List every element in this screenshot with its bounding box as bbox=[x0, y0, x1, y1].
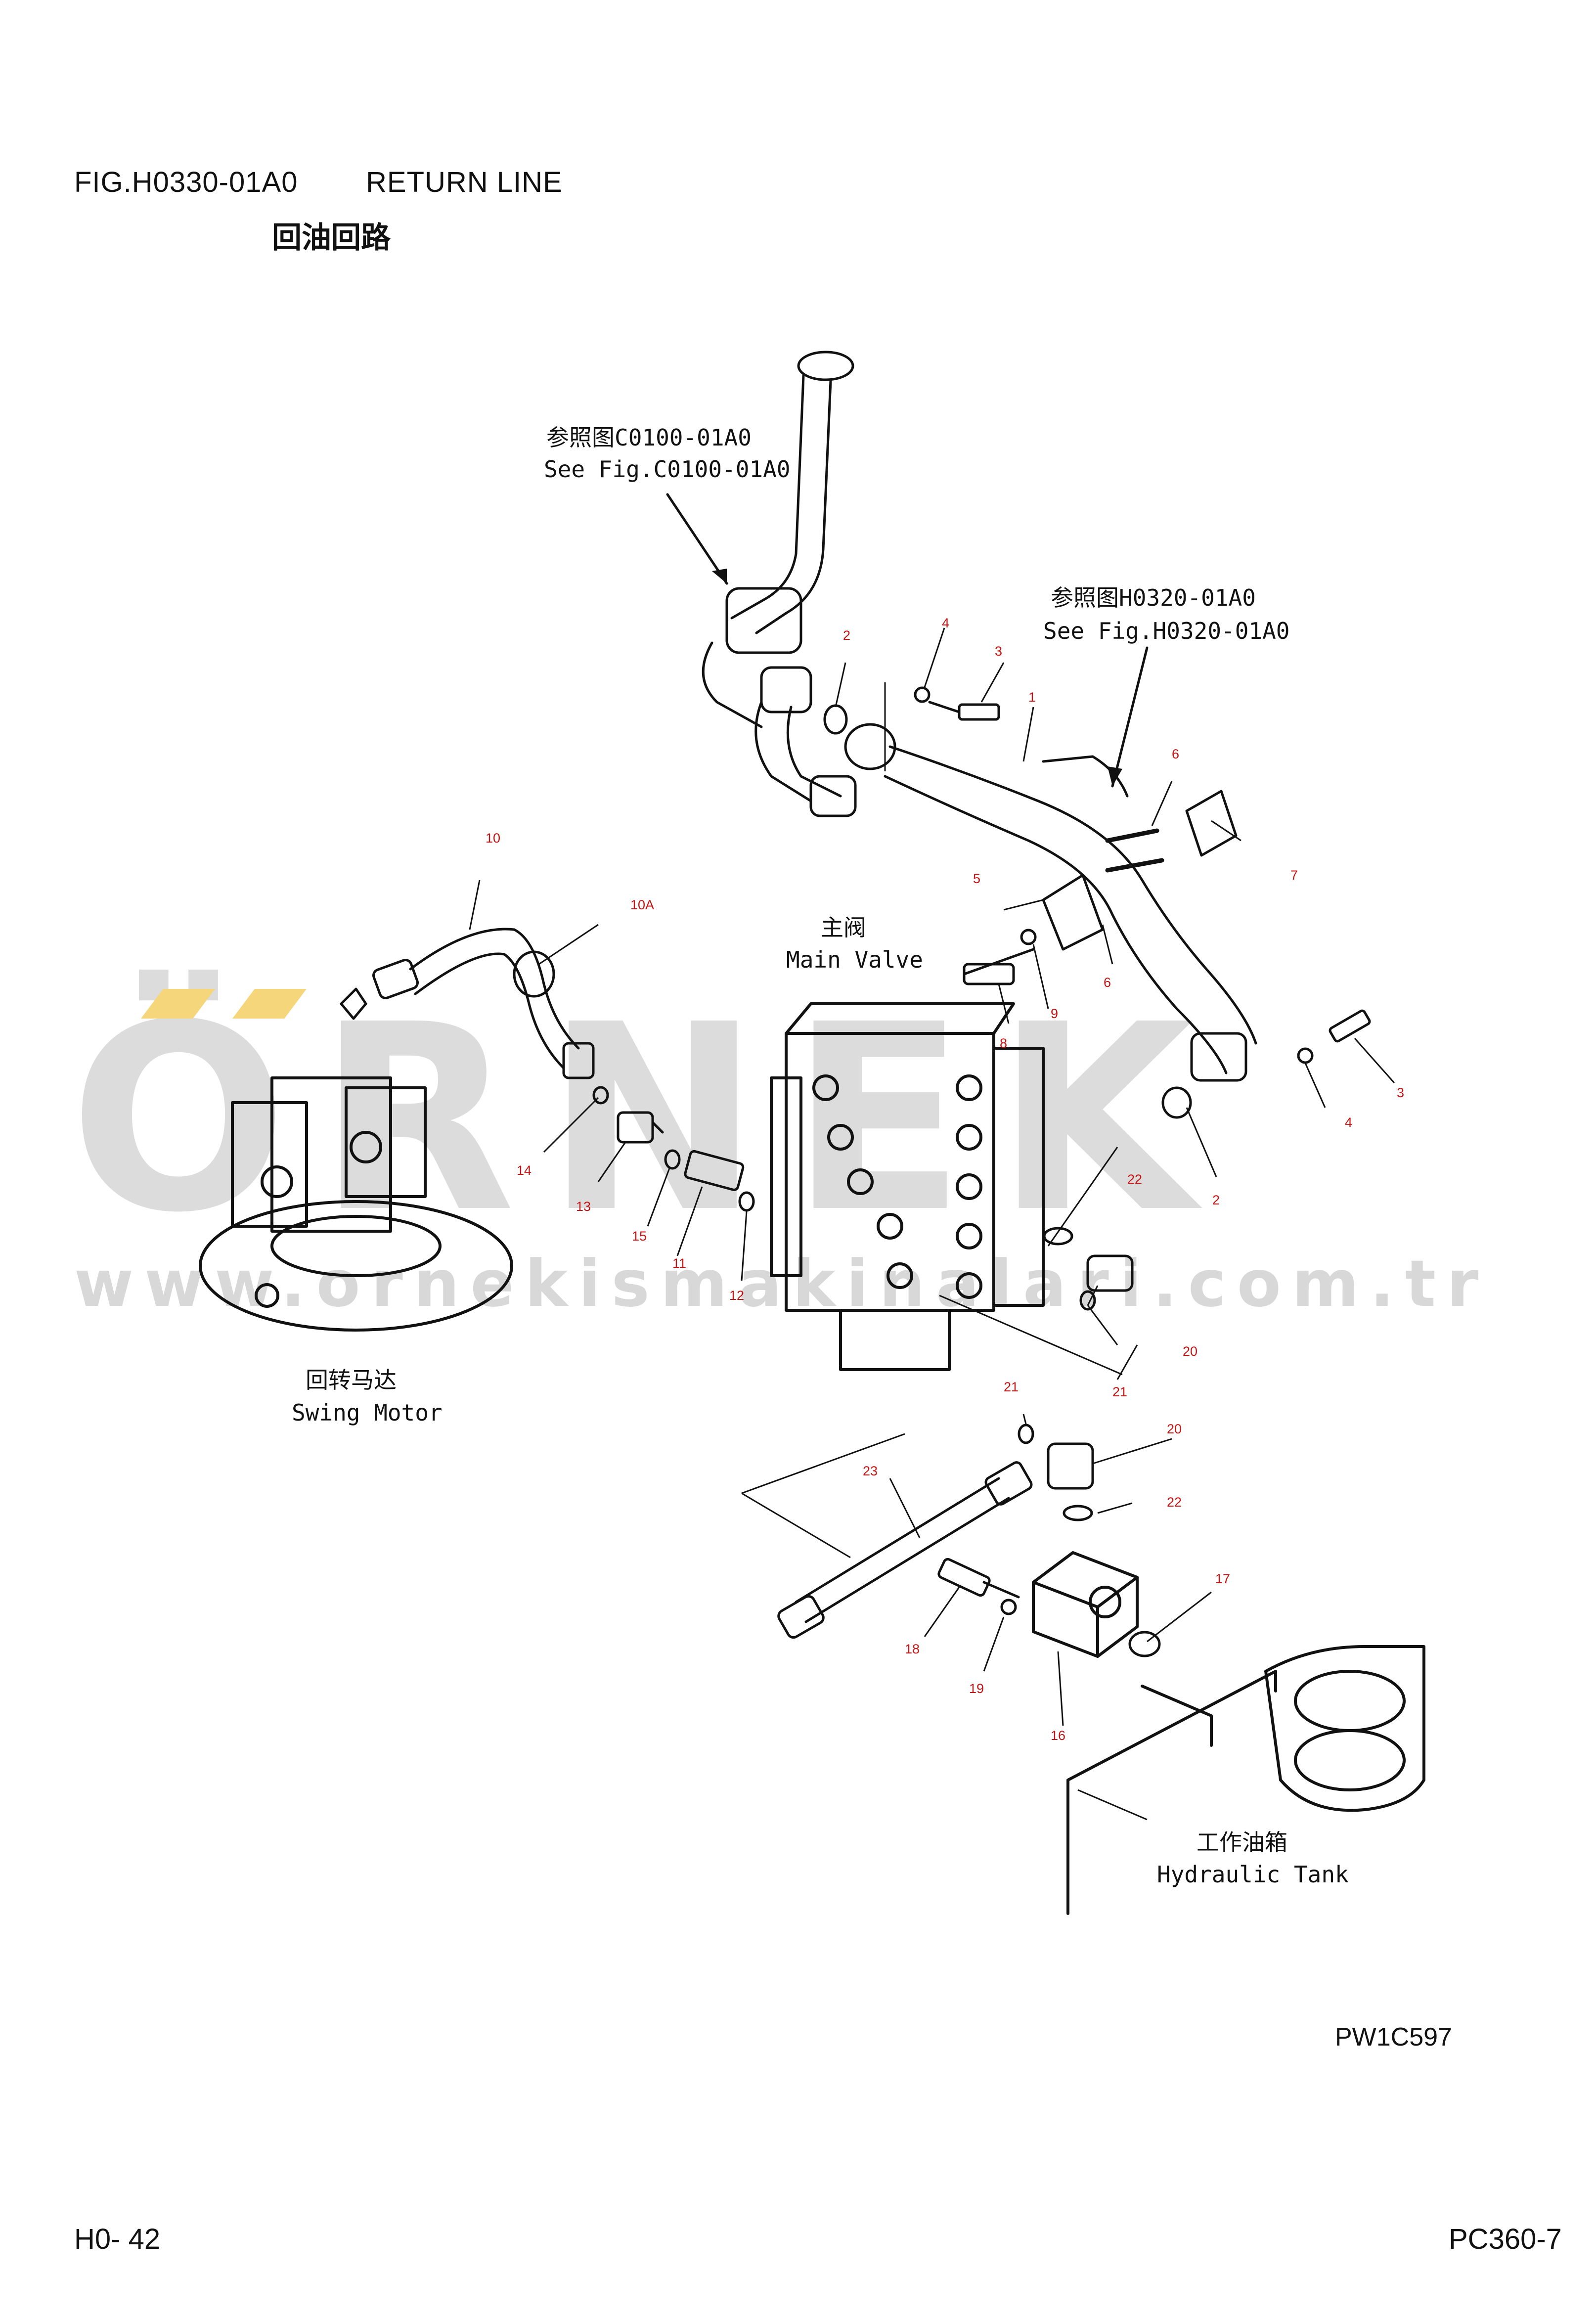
washer-19 bbox=[1000, 1599, 1017, 1615]
ref-arrow-c0100 bbox=[666, 493, 728, 585]
callout-4-lower: 4 bbox=[1345, 1115, 1353, 1130]
bolt-8 bbox=[963, 948, 1035, 985]
fitting-13 bbox=[617, 1111, 664, 1144]
callout-21-upper: 21 bbox=[1112, 1384, 1128, 1399]
callout-18: 18 bbox=[905, 1642, 920, 1656]
callout-4-upper: 4 bbox=[942, 616, 950, 630]
callout-15: 15 bbox=[632, 1229, 647, 1244]
o-ring-2-upper bbox=[823, 704, 848, 735]
swing-motor-label-cn: 回转马达 bbox=[306, 1367, 397, 1393]
hydraulic-tank-label-cn: 工作油箱 bbox=[1197, 1829, 1287, 1856]
main-valve-label-en: Main Valve bbox=[786, 946, 923, 973]
callout-5: 5 bbox=[973, 871, 981, 886]
o-ring-17 bbox=[1128, 1631, 1161, 1657]
o-ring-21-upper bbox=[1079, 1290, 1096, 1311]
washer-4-lower bbox=[1297, 1047, 1314, 1064]
machine-model: PC360-7 bbox=[1449, 2223, 1562, 2255]
main-valve-label-cn: 主阀 bbox=[821, 914, 866, 941]
swing-motor-label-en: Swing Motor bbox=[292, 1399, 443, 1426]
page-number: H0- 42 bbox=[74, 2223, 161, 2255]
callout-22-upper: 22 bbox=[1127, 1172, 1143, 1187]
o-ring-22-lower bbox=[1063, 1505, 1093, 1521]
clamp-7 bbox=[1185, 790, 1238, 857]
callout-19: 19 bbox=[969, 1681, 984, 1696]
callout-3-upper: 3 bbox=[995, 644, 1003, 659]
callout-11: 11 bbox=[672, 1256, 687, 1271]
elbow-20-lower bbox=[1047, 1442, 1094, 1490]
callout-13: 13 bbox=[576, 1199, 591, 1214]
drawing-code: PW1C597 bbox=[1335, 2023, 1452, 2051]
upper-return-pipe bbox=[702, 351, 857, 817]
o-ring-12 bbox=[738, 1191, 755, 1212]
o-ring-15 bbox=[664, 1149, 681, 1170]
hydraulic-tank bbox=[1066, 1645, 1425, 1915]
callout-14: 14 bbox=[517, 1163, 532, 1178]
washer-4-upper bbox=[914, 686, 931, 703]
main-valve-block bbox=[770, 1002, 1045, 1371]
elbow-20-upper bbox=[1086, 1254, 1134, 1292]
callout-17: 17 bbox=[1215, 1571, 1231, 1586]
o-ring-21-lower bbox=[1018, 1424, 1034, 1444]
figure-title-cn: 回油回路 bbox=[272, 221, 391, 255]
swing-motor bbox=[199, 1076, 513, 1332]
ref-arrow-h0320 bbox=[1111, 646, 1149, 788]
callout-8: 8 bbox=[1000, 1036, 1008, 1051]
ref-h0320-cn: 参照图H0320-01A0 bbox=[1051, 584, 1256, 611]
watermark-url: www.ornekismakinalari.com.tr bbox=[74, 1246, 1490, 1321]
callout-16: 16 bbox=[1051, 1728, 1066, 1743]
ref-c0100-cn: 参照图C0100-01A0 bbox=[546, 424, 752, 451]
clamp-5 bbox=[1042, 874, 1104, 951]
callout-23: 23 bbox=[863, 1464, 878, 1478]
callout-20-lower: 20 bbox=[1167, 1422, 1182, 1436]
callout-9: 9 bbox=[1051, 1006, 1059, 1021]
callout-2-upper: 2 bbox=[843, 628, 851, 643]
ref-h0320-en: See Fig.H0320-01A0 bbox=[1043, 618, 1290, 644]
callout-3-lower: 3 bbox=[1397, 1085, 1405, 1100]
callout-7: 7 bbox=[1290, 868, 1298, 883]
hydraulic-tank-label-en: Hydraulic Tank bbox=[1157, 1861, 1349, 1888]
callout-20-upper: 20 bbox=[1183, 1344, 1198, 1359]
callout-6-lower: 6 bbox=[1104, 975, 1111, 990]
callout-10: 10 bbox=[486, 831, 501, 846]
figure-code: FIG.H0330-01A0 bbox=[74, 166, 298, 198]
hose-10 bbox=[340, 928, 595, 1079]
hose-23 bbox=[777, 1461, 1033, 1639]
return-hose-1 bbox=[844, 723, 1257, 1082]
o-ring-14 bbox=[592, 1086, 609, 1105]
callout-12: 12 bbox=[729, 1288, 745, 1303]
bolt-18 bbox=[937, 1558, 1020, 1599]
callout-22-lower: 22 bbox=[1167, 1495, 1182, 1510]
block-16 bbox=[1032, 1551, 1139, 1658]
callout-1: 1 bbox=[1028, 690, 1036, 705]
o-ring-2-lower bbox=[1161, 1086, 1192, 1119]
bolt-3-upper bbox=[928, 701, 1000, 721]
callout-10A: 10A bbox=[630, 897, 655, 912]
callout-2-lower: 2 bbox=[1212, 1193, 1220, 1207]
washer-9 bbox=[1020, 929, 1037, 945]
bolt-3-lower bbox=[1329, 1009, 1371, 1043]
adapter-11 bbox=[684, 1150, 745, 1191]
figure-title: RETURN LINE bbox=[366, 166, 563, 198]
o-ring-22-upper bbox=[1043, 1227, 1073, 1246]
callout-6-upper: 6 bbox=[1172, 747, 1180, 761]
callout-21-lower: 21 bbox=[1004, 1380, 1019, 1394]
ref-c0100-en: See Fig.C0100-01A0 bbox=[544, 456, 791, 483]
